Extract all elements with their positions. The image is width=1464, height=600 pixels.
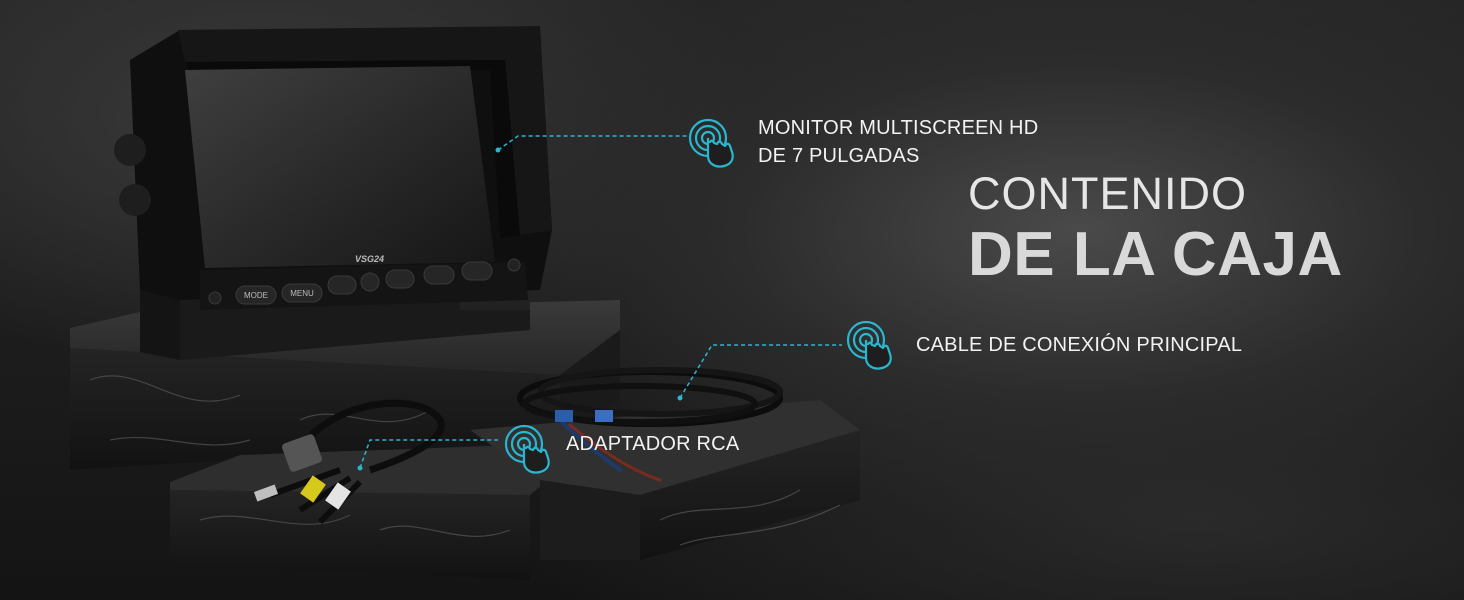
callout-rca-adapter: ADAPTADOR RCA xyxy=(566,430,739,458)
cable-connector-blue-2 xyxy=(595,410,613,422)
monitor-menu-button xyxy=(281,283,323,303)
touch-icon xyxy=(688,118,734,168)
callout-main-cable: CABLE DE CONEXIÓN PRINCIPAL xyxy=(916,331,1242,359)
callout-monitor: MONITOR MULTISCREEN HD DE 7 PULGADAS xyxy=(758,114,1038,170)
monitor-menu-label: MENU xyxy=(290,289,314,298)
marble-block-front-right xyxy=(470,400,860,560)
heading-line2: DE LA CAJA xyxy=(968,220,1343,289)
monitor-mode-label: MODE xyxy=(244,291,268,300)
main-cable-coil xyxy=(517,367,783,482)
monitor-brand-logo: VSG24 xyxy=(355,254,384,264)
touch-icon xyxy=(846,320,892,370)
callout-monitor-line1: MONITOR MULTISCREEN HD xyxy=(758,117,1039,139)
marble-block-front-left xyxy=(170,445,560,580)
monitor-mode-button xyxy=(235,285,277,305)
callout-lines xyxy=(357,135,842,471)
touch-icon xyxy=(504,424,550,474)
callout-main-cable-line1: CABLE DE CONEXIÓN PRINCIPAL xyxy=(916,334,1243,356)
rca-adapter-cable xyxy=(253,399,445,525)
cable-connector-blue xyxy=(555,410,573,422)
monitor-screen xyxy=(185,66,495,268)
heading-line1: CONTENIDO xyxy=(968,168,1247,219)
page-heading: CONTENIDO DE LA CAJA xyxy=(968,166,1343,288)
monitor-button-row: MODE MENU VSG24 xyxy=(208,254,521,305)
callout-monitor-line2: DE 7 PULGADAS xyxy=(758,145,920,167)
callout-rca-adapter-line1: ADAPTADOR RCA xyxy=(566,433,740,455)
